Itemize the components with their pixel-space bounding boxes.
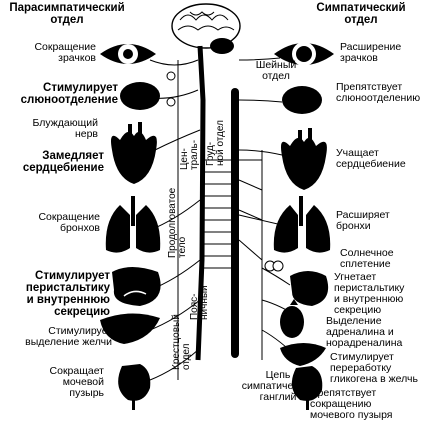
stomach-icon-left [112, 267, 161, 306]
label-solar-plexus: Солнечное сплетение [340, 247, 394, 270]
label-adrenaline: Выделение адреналина и норадреналина [326, 315, 403, 349]
salivary-gland-icon-right [282, 86, 322, 114]
label-pupil-constrict: Сокращение зрачков [34, 41, 96, 64]
brain-icon [171, 3, 241, 54]
label-bile: Стимулирует выделение желчи [25, 325, 112, 348]
heart-icon-right [281, 128, 327, 190]
parasympathetic-nerves [149, 59, 201, 381]
label-medulla: Продолговатое тело [167, 187, 188, 258]
lungs-icon-right [273, 196, 331, 253]
chain-connections [203, 159, 263, 269]
salivary-gland-icon-left [120, 82, 160, 110]
label-heart-slow: Замедляет сердцебиение [22, 150, 104, 174]
bladder-icon-left [118, 364, 151, 410]
lungs-icon-left [105, 196, 161, 253]
label-cervical: Шейный отдел [255, 59, 297, 82]
label-chain: Цепь симпатических ганглий [241, 369, 315, 403]
kidney-icon-right [280, 299, 304, 338]
liver-icon-left [100, 313, 160, 344]
label-bronchi-constrict: Сокращение бронхов [38, 211, 100, 234]
label-sacral: Крестцовый отдел [171, 314, 192, 370]
header-sympathetic: Симпатический отдел [316, 2, 406, 26]
label-central: Цен- траль- [179, 139, 200, 170]
bladder-icon-right [291, 366, 323, 410]
stomach-icon-right [290, 271, 329, 306]
label-pupil-dilate: Расширение зрачков [340, 41, 402, 64]
label-vagus: Блуждающий нерв [32, 117, 98, 140]
header-parasympathetic: Парасимпатический отдел [9, 2, 125, 26]
label-bladder: Сокращает мочевой пузырь [49, 365, 104, 399]
spinal-cord [195, 45, 206, 361]
label-thoracic: Груд- ной отдел [205, 120, 226, 166]
label-glycogen: Стимулирует переработку гликогена в желч… [330, 351, 418, 385]
label-bronchi-dilate: Расширяет бронхи [336, 209, 390, 232]
label-saliva-inhibit: Препятствует слюноотделению [336, 81, 421, 104]
eye-icon-right [274, 42, 334, 66]
label-peristalsis: Стимулирует перистальтику и внутреннюю с… [25, 270, 110, 318]
liver-icon-right [280, 343, 326, 366]
eye-icon-left [100, 44, 156, 64]
label-peristalsis-inhibit: Угнетает перистальтику и внутреннюю секр… [334, 271, 405, 316]
sympathetic-chain-bar [231, 88, 239, 358]
ganglia [166, 71, 284, 272]
heart-icon-left [111, 122, 157, 184]
label-heart-fast: Учащает сердцебиение [336, 147, 406, 170]
label-cross: Пояс- ничный [189, 285, 210, 320]
label-saliva: Стимулирует слюноотделение [20, 82, 118, 106]
label-bladder-inhibit: Препятствует сокращению мочевого пузыря [310, 387, 393, 421]
